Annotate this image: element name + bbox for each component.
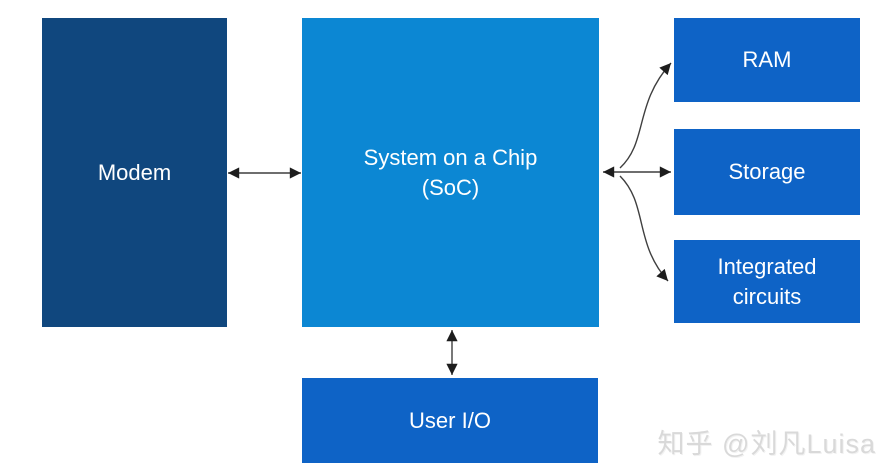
edge-soc-ic [619, 175, 669, 282]
node-soc: System on a Chip (SoC) [302, 18, 599, 327]
node-modem-label: Modem [97, 159, 172, 185]
node-user-io-label: User I/O [409, 407, 491, 433]
node-storage: Storage [674, 129, 860, 215]
edge-soc-ram [619, 62, 672, 169]
node-modem: Modem [42, 18, 227, 327]
node-soc-label: System on a Chip (SoC) [363, 145, 538, 200]
node-ram-label: RAM [742, 47, 792, 73]
node-ram: RAM [674, 18, 860, 102]
watermark: 知乎 @刘凡Luisa [657, 429, 876, 459]
node-storage-label: Storage [728, 159, 806, 185]
node-user-io: User I/O [302, 378, 598, 463]
node-integrated-circuits-label: Integrated circuits [717, 254, 817, 309]
node-integrated-circuits: Integrated circuits [674, 240, 860, 323]
